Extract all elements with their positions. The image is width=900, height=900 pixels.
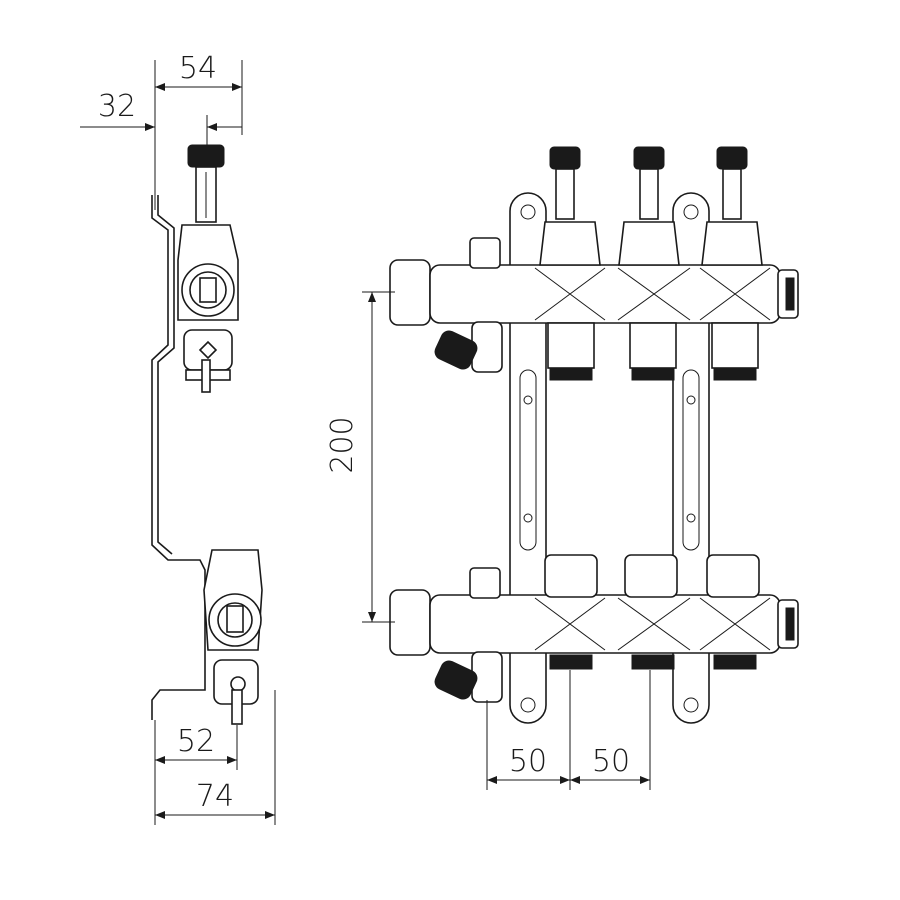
dimension-label: 74: [196, 779, 234, 814]
dimension-52: 52: [154, 720, 238, 825]
dimension-label: 32: [98, 89, 136, 124]
dimension-200: 200: [325, 291, 395, 623]
dimension-54: 54: [154, 51, 243, 210]
front-view: [389, 146, 799, 724]
flowmeter-1: [539, 146, 601, 266]
dimension-label: 200: [325, 416, 360, 473]
mounting-bracket-left: [509, 192, 547, 724]
dimension-label: 50: [592, 744, 630, 779]
dimension-74: 74: [155, 690, 276, 825]
dimension-label: 52: [177, 724, 215, 759]
dimension-50-pair: 50 50: [486, 670, 651, 790]
dimension-label: 50: [509, 744, 547, 779]
dimension-label: 54: [179, 51, 217, 86]
mounting-bracket-right: [672, 192, 710, 724]
flowmeter-2: [618, 146, 680, 266]
supply-manifold: [389, 146, 799, 381]
return-manifold: [389, 554, 799, 703]
flowmeter-3: [701, 146, 763, 266]
dimension-32: 32: [80, 89, 242, 150]
flowmeter-cap-icon: [187, 144, 225, 168]
side-view: [151, 144, 263, 725]
